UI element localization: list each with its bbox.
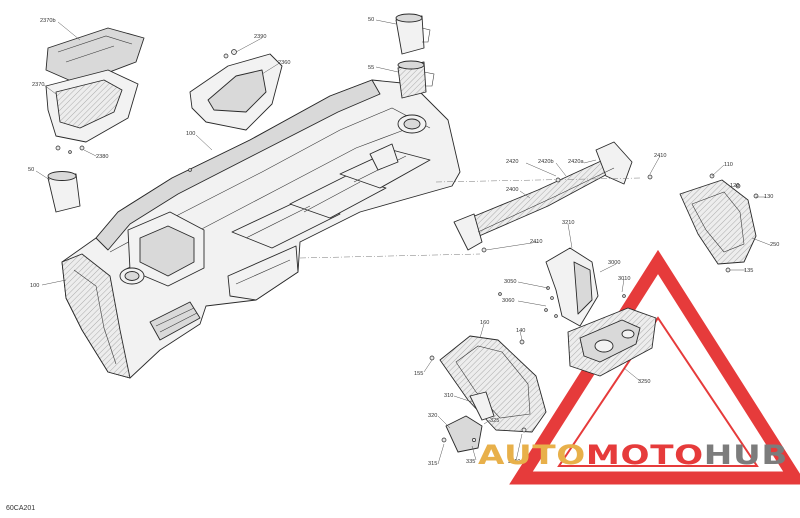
watermark-text-hub: HUB bbox=[704, 440, 788, 471]
callout-label: 2420b bbox=[538, 159, 554, 165]
instrument-bracket-3210 bbox=[545, 247, 599, 327]
leader-lines bbox=[35, 19, 771, 465]
callout-label: 2360 bbox=[278, 60, 290, 66]
callout-label: 55 bbox=[368, 65, 374, 71]
callout-label: 2410 bbox=[654, 153, 666, 159]
callout-label: 110 bbox=[724, 162, 733, 168]
callout-label: 3210 bbox=[562, 220, 574, 226]
callout-label: 335 bbox=[466, 459, 475, 465]
callout-label: 250 bbox=[770, 242, 779, 248]
callout-label: 2400 bbox=[506, 187, 518, 193]
callout-label: 2370 bbox=[32, 82, 44, 88]
instrument-cluster-3000 bbox=[544, 286, 657, 377]
callout-label: 160 bbox=[480, 320, 489, 326]
cup-holder-50-left bbox=[47, 171, 81, 213]
callout-label: 2370b bbox=[40, 18, 56, 24]
callout-label: 120 bbox=[730, 183, 739, 189]
watermark-text-auto: AUTO bbox=[478, 440, 586, 471]
callout-label: 50 bbox=[28, 167, 34, 173]
callout-label: 2410 bbox=[530, 239, 542, 245]
dashboard-main-body bbox=[61, 79, 461, 379]
callout-label: 100 bbox=[30, 283, 39, 289]
switch-bracket-320 bbox=[441, 391, 495, 453]
cross-beam-2400 bbox=[299, 141, 653, 259]
storage-bin-2370 bbox=[45, 69, 139, 151]
callout-labels: 2370b 2370 2380 2390 2360 50 55 50 100 1… bbox=[28, 17, 779, 467]
callout-label: 2420a bbox=[568, 159, 584, 165]
callout-label: 310 bbox=[444, 393, 453, 399]
callout-label: 2420 bbox=[506, 159, 518, 165]
watermark-triangle-inner bbox=[557, 316, 759, 467]
cup-holder-50-top bbox=[395, 13, 431, 55]
callout-label: 100 bbox=[186, 131, 195, 137]
callout-label: 135 bbox=[744, 268, 753, 274]
callout-label: 3010 bbox=[618, 276, 630, 282]
callout-label: 320 bbox=[428, 413, 437, 419]
callout-label: 140 bbox=[516, 328, 525, 334]
callout-label: 3250 bbox=[638, 379, 650, 385]
trim-cover-2360 bbox=[189, 49, 283, 131]
callout-label: 3050 bbox=[504, 279, 516, 285]
callout-label: 130 bbox=[764, 194, 773, 200]
callout-label: 315 bbox=[428, 461, 437, 467]
callout-label: 50 bbox=[368, 17, 374, 23]
cup-holder-55 bbox=[397, 60, 435, 99]
callout-label: 325 bbox=[490, 418, 499, 424]
watermark-text-moto: MOTO bbox=[586, 440, 704, 471]
callout-label: 2390 bbox=[254, 34, 266, 40]
callout-label: 3060 bbox=[502, 298, 514, 304]
callout-label: 3310 bbox=[508, 459, 520, 465]
callout-label: 155 bbox=[414, 371, 423, 377]
side-bracket-250 bbox=[679, 173, 759, 273]
drawing-code: 60CA201 bbox=[6, 505, 35, 512]
callout-label: 2380 bbox=[96, 154, 108, 160]
fasteners bbox=[68, 53, 502, 296]
storage-lid-2370b bbox=[45, 27, 145, 85]
callout-label: 3000 bbox=[608, 260, 620, 266]
